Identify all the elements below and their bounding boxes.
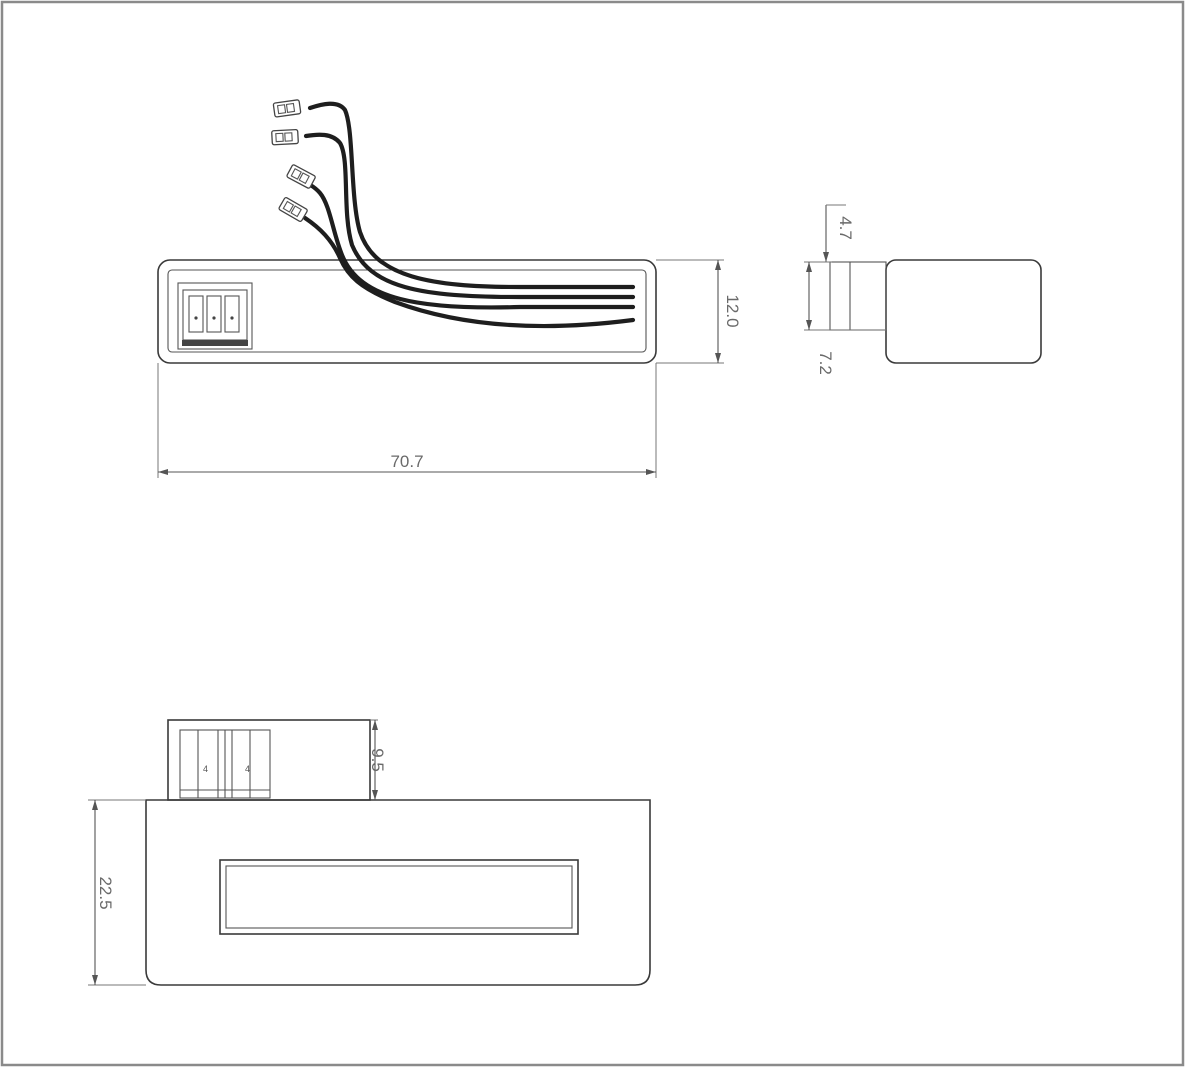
bottom-view-body: [145, 799, 651, 986]
svg-text:4: 4: [245, 764, 250, 774]
dimension-side-bottom: 7.2: [804, 261, 886, 375]
bottom-view: 4 4 9.5 22.5: [88, 719, 651, 986]
terminal-1: [272, 99, 302, 118]
side-view: 4.7 7.2: [804, 204, 1042, 375]
side-view-body: [885, 259, 1042, 364]
dimension-bottom-height: 22.5: [88, 799, 146, 986]
dimension-label-bottom-connector: 9.5: [368, 748, 387, 772]
wire-harness: [297, 101, 636, 329]
dimension-label-side-bottom: 7.2: [816, 351, 835, 375]
top-view-inner-panel: [167, 269, 647, 353]
dimension-side-top: 4.7: [820, 204, 855, 263]
dimension-label-width: 70.7: [390, 452, 423, 471]
bottom-view-connector: 4 4: [167, 719, 371, 801]
dimension-label-bottom-height: 22.5: [96, 876, 115, 909]
bottom-view-slot-outer: [219, 859, 579, 935]
terminal-3: [286, 164, 316, 189]
terminal-4: [278, 197, 308, 222]
dimension-height: 12.0: [656, 259, 742, 364]
top-view-connector: [177, 282, 253, 350]
bottom-view-slot-inner: [225, 865, 573, 929]
dimension-label-height: 12.0: [723, 294, 742, 327]
top-view: 70.7 12.0: [157, 99, 742, 478]
dimension-bottom-connector: 9.5: [368, 719, 387, 800]
terminal-2: [271, 128, 299, 146]
dimension-width: 70.7: [157, 363, 657, 478]
svg-text:4: 4: [203, 764, 208, 774]
side-view-connector: [829, 261, 887, 331]
dimension-label-side-top: 4.7: [836, 216, 855, 240]
top-view-housing: [157, 259, 657, 364]
